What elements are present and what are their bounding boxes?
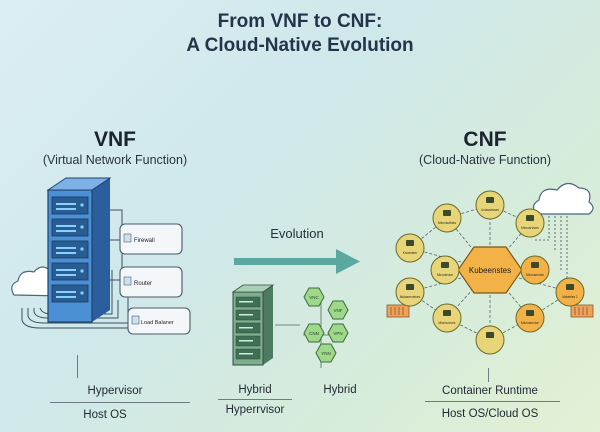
vnf-heading: VNF	[94, 128, 136, 151]
hybrid-hypervisor-label: Hyperrvisor	[225, 404, 285, 416]
server-icon	[570, 304, 594, 318]
hex-label: VNF	[334, 308, 343, 313]
load-balancer-label: Load Balaner	[141, 320, 174, 326]
microservice-node	[555, 277, 585, 307]
microservice-node	[430, 255, 460, 285]
vnf-connector	[77, 355, 78, 378]
evolution-arrow	[234, 249, 360, 274]
vnf-hypervisor-label: Hypervisor	[87, 385, 143, 397]
microservice-node	[395, 233, 425, 263]
node-label: Mutaserveices	[400, 295, 421, 299]
router-label: Router	[134, 281, 152, 287]
router-panel: Router	[119, 266, 183, 298]
microservice-node	[432, 303, 462, 333]
hybrid-hex-cluster	[303, 287, 349, 363]
hybrid-server-icon	[231, 284, 275, 366]
vnf-illustration: Firewall Router Load Balaner	[11, 177, 191, 335]
firewall-panel: Firewall	[119, 223, 183, 255]
vnf-hostos-label: Host OS	[83, 409, 127, 421]
server-rack-icon	[46, 177, 112, 323]
hex-label: CNN	[309, 331, 319, 336]
cnf-subtitle: (Cloud-Native Function)	[419, 153, 551, 167]
microservice-node	[520, 255, 550, 285]
server-icon	[386, 304, 410, 318]
cnf-connector	[488, 368, 489, 382]
diagram-title-line2: A Cloud-Native Evolution	[186, 35, 414, 56]
microservice-node	[475, 325, 505, 355]
evolution-label: Evolution	[270, 226, 324, 241]
cnf-heading: CNF	[463, 128, 507, 151]
cnf-layer-divider	[425, 401, 560, 402]
hybrid-left-label: Hybrid	[238, 384, 272, 396]
node-label: Microsutbies	[438, 221, 456, 225]
cnf-runtime-label: Container Runtime	[442, 385, 538, 397]
hex-label: VNC	[309, 295, 319, 300]
cnf-hostos-label: Host OS/Cloud OS	[441, 408, 539, 420]
hybrid-divider	[218, 399, 292, 400]
microservice-node	[432, 203, 462, 233]
microservice-node	[475, 190, 505, 220]
diagram-title-line1: From VNF to CNF:	[217, 11, 383, 32]
cloud-icon	[532, 182, 594, 215]
hex-label: YNN	[321, 351, 331, 356]
hex-label: VPN	[333, 331, 342, 336]
kubernetes-hub: Kubeenstes	[457, 246, 523, 294]
node-label: Microservice	[526, 273, 544, 277]
kubernetes-label: Kubeenstes	[469, 266, 511, 275]
node-label: Microsrvice	[437, 273, 453, 277]
hybrid-illustration: VNC VNF CNN VPN YNN	[231, 284, 349, 368]
node-label: Microservice	[521, 321, 539, 325]
node-label: Knoesteer	[403, 251, 418, 255]
hybrid-right-label: Hybrid	[323, 384, 357, 396]
microservice-node	[515, 208, 545, 238]
microservice-node	[395, 277, 425, 307]
vnf-layer-divider	[50, 402, 190, 403]
firewall-label: Firewall	[134, 238, 155, 244]
load-balancer-panel: Load Balaner	[127, 307, 191, 335]
node-label: Microsrvces	[438, 321, 455, 325]
vnf-subtitle: (Virtual Network Function)	[42, 153, 188, 167]
node-label: Microsrvices	[521, 226, 539, 230]
microservice-node	[515, 303, 545, 333]
cnf-illustration: Kubeenstes Microsutbies Uclas	[386, 182, 594, 355]
node-label: Uclassesses	[481, 208, 499, 212]
node-label: Mdoteles 1	[562, 295, 578, 299]
